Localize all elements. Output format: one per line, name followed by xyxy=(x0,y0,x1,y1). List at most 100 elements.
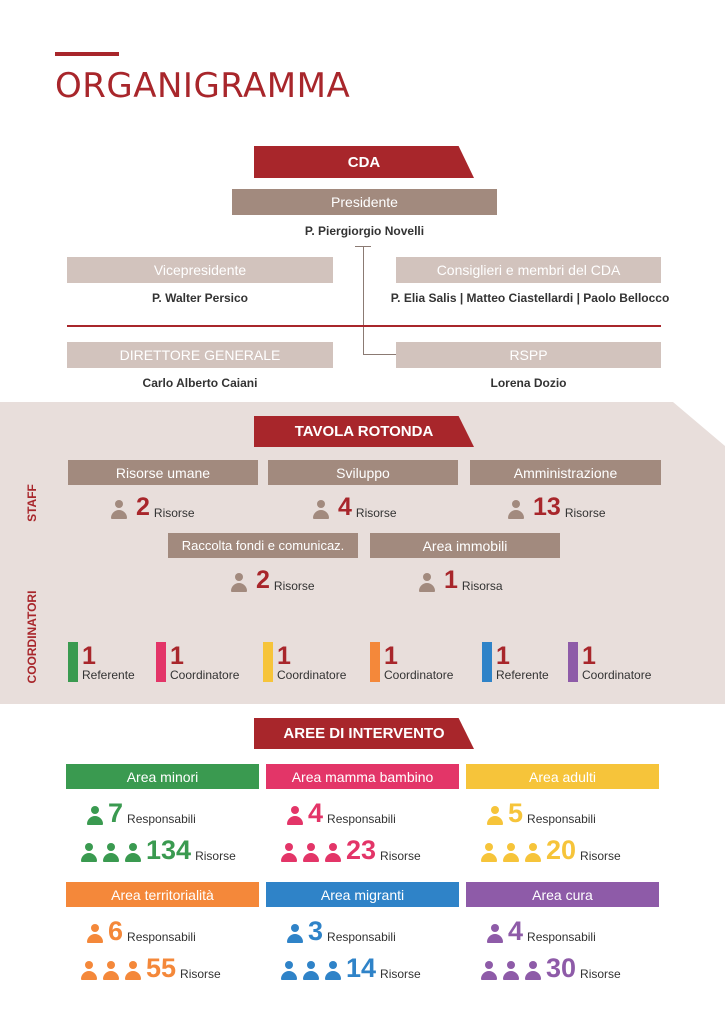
color-bar xyxy=(156,642,166,682)
person-icon xyxy=(486,806,504,826)
area-cura-header: Area cura xyxy=(466,882,659,907)
person-icon xyxy=(286,806,304,826)
tavola-panel xyxy=(0,402,725,704)
presidente-name: P. Piergiorgio Novelli xyxy=(304,224,425,238)
person-icon xyxy=(324,843,342,863)
person-icon xyxy=(280,843,298,863)
direttore-name: Carlo Alberto Caiani xyxy=(142,376,258,390)
person-icon xyxy=(80,961,98,981)
staff-2-resources: 13 Risorse xyxy=(507,495,606,520)
risorse-label: Risorse xyxy=(380,849,421,863)
staff-risorse-umane: Risorse umane xyxy=(68,460,258,485)
responsabili-count: 7 xyxy=(108,798,124,828)
person-icon xyxy=(230,573,248,593)
person-icon xyxy=(302,843,320,863)
responsabili-count: 6 xyxy=(108,916,124,946)
cda-banner: CDA xyxy=(254,146,474,178)
person-icon xyxy=(480,843,498,863)
rspp-name: Lorena Dozio xyxy=(490,376,567,390)
person-icon xyxy=(86,924,104,944)
person-icon xyxy=(280,961,298,981)
person-icon xyxy=(124,961,142,981)
staff-4-resources: 1 Risorsa xyxy=(418,568,503,593)
color-bar xyxy=(370,642,380,682)
staff-area-immobili: Area immobili xyxy=(370,533,560,558)
person-icon xyxy=(102,961,120,981)
consiglieri-box: Consiglieri e membri del CDA xyxy=(396,257,661,283)
area-minori-header: Area minori xyxy=(66,764,259,789)
responsabili-label: Responsabili xyxy=(527,812,596,826)
connector-top-tick xyxy=(355,246,371,247)
separator-line xyxy=(67,325,661,327)
responsabili-count: 4 xyxy=(308,798,324,828)
person-icon xyxy=(110,500,128,520)
risorse-count: 14 xyxy=(346,953,377,983)
responsabili-label: Responsabili xyxy=(127,930,196,944)
person-icon xyxy=(507,500,525,520)
area-territorialita-header: Area territorialità xyxy=(66,882,259,907)
risorse-count: 134 xyxy=(146,835,192,865)
person-icon xyxy=(524,961,542,981)
risorse-count: 55 xyxy=(146,953,177,983)
risorse-label: Risorse xyxy=(380,967,421,981)
person-icon xyxy=(124,843,142,863)
staff-1-resources: 4 Risorse xyxy=(312,495,397,520)
responsabili-count: 3 xyxy=(308,916,324,946)
vicepresidente-box: Vicepresidente xyxy=(67,257,333,283)
aree-banner: AREE DI INTERVENTO xyxy=(254,718,474,749)
person-icon xyxy=(102,843,120,863)
color-bar xyxy=(568,642,578,682)
direttore-box: DIRETTORE GENERALE xyxy=(67,342,333,368)
person-icon xyxy=(502,843,520,863)
staff-sviluppo: Sviluppo xyxy=(268,460,458,485)
staff-raccolta-fondi: Raccolta fondi e comunicaz. xyxy=(168,533,358,558)
person-icon xyxy=(80,843,98,863)
connector-to-rspp xyxy=(363,354,397,355)
risorse-count: 23 xyxy=(346,835,377,865)
area-mamma-header: Area mamma bambino xyxy=(266,764,459,789)
responsabili-label: Responsabili xyxy=(527,930,596,944)
color-bar xyxy=(482,642,492,682)
title-accent-bar xyxy=(55,52,119,56)
responsabili-count: 5 xyxy=(508,798,524,828)
person-icon xyxy=(324,961,342,981)
person-icon xyxy=(302,961,320,981)
tavola-banner: TAVOLA ROTONDA xyxy=(254,416,474,447)
presidente-box: Presidente xyxy=(232,189,497,215)
responsabili-count: 4 xyxy=(508,916,524,946)
responsabili-label: Responsabili xyxy=(327,812,396,826)
connector-vertical xyxy=(363,246,364,354)
person-icon xyxy=(312,500,330,520)
staff-0-resources: 2 Risorse xyxy=(110,495,195,520)
risorse-count: 30 xyxy=(546,953,577,983)
person-icon xyxy=(86,806,104,826)
responsabili-label: Responsabili xyxy=(327,930,396,944)
risorse-label: Risorse xyxy=(195,849,236,863)
person-icon xyxy=(480,961,498,981)
responsabili-label: Responsabili xyxy=(127,812,196,826)
person-icon xyxy=(418,573,436,593)
person-icon xyxy=(286,924,304,944)
risorse-count: 20 xyxy=(546,835,577,865)
area-migranti-header: Area migranti xyxy=(266,882,459,907)
color-bar xyxy=(263,642,273,682)
coordinatori-label: COORDINATORI xyxy=(25,590,39,684)
